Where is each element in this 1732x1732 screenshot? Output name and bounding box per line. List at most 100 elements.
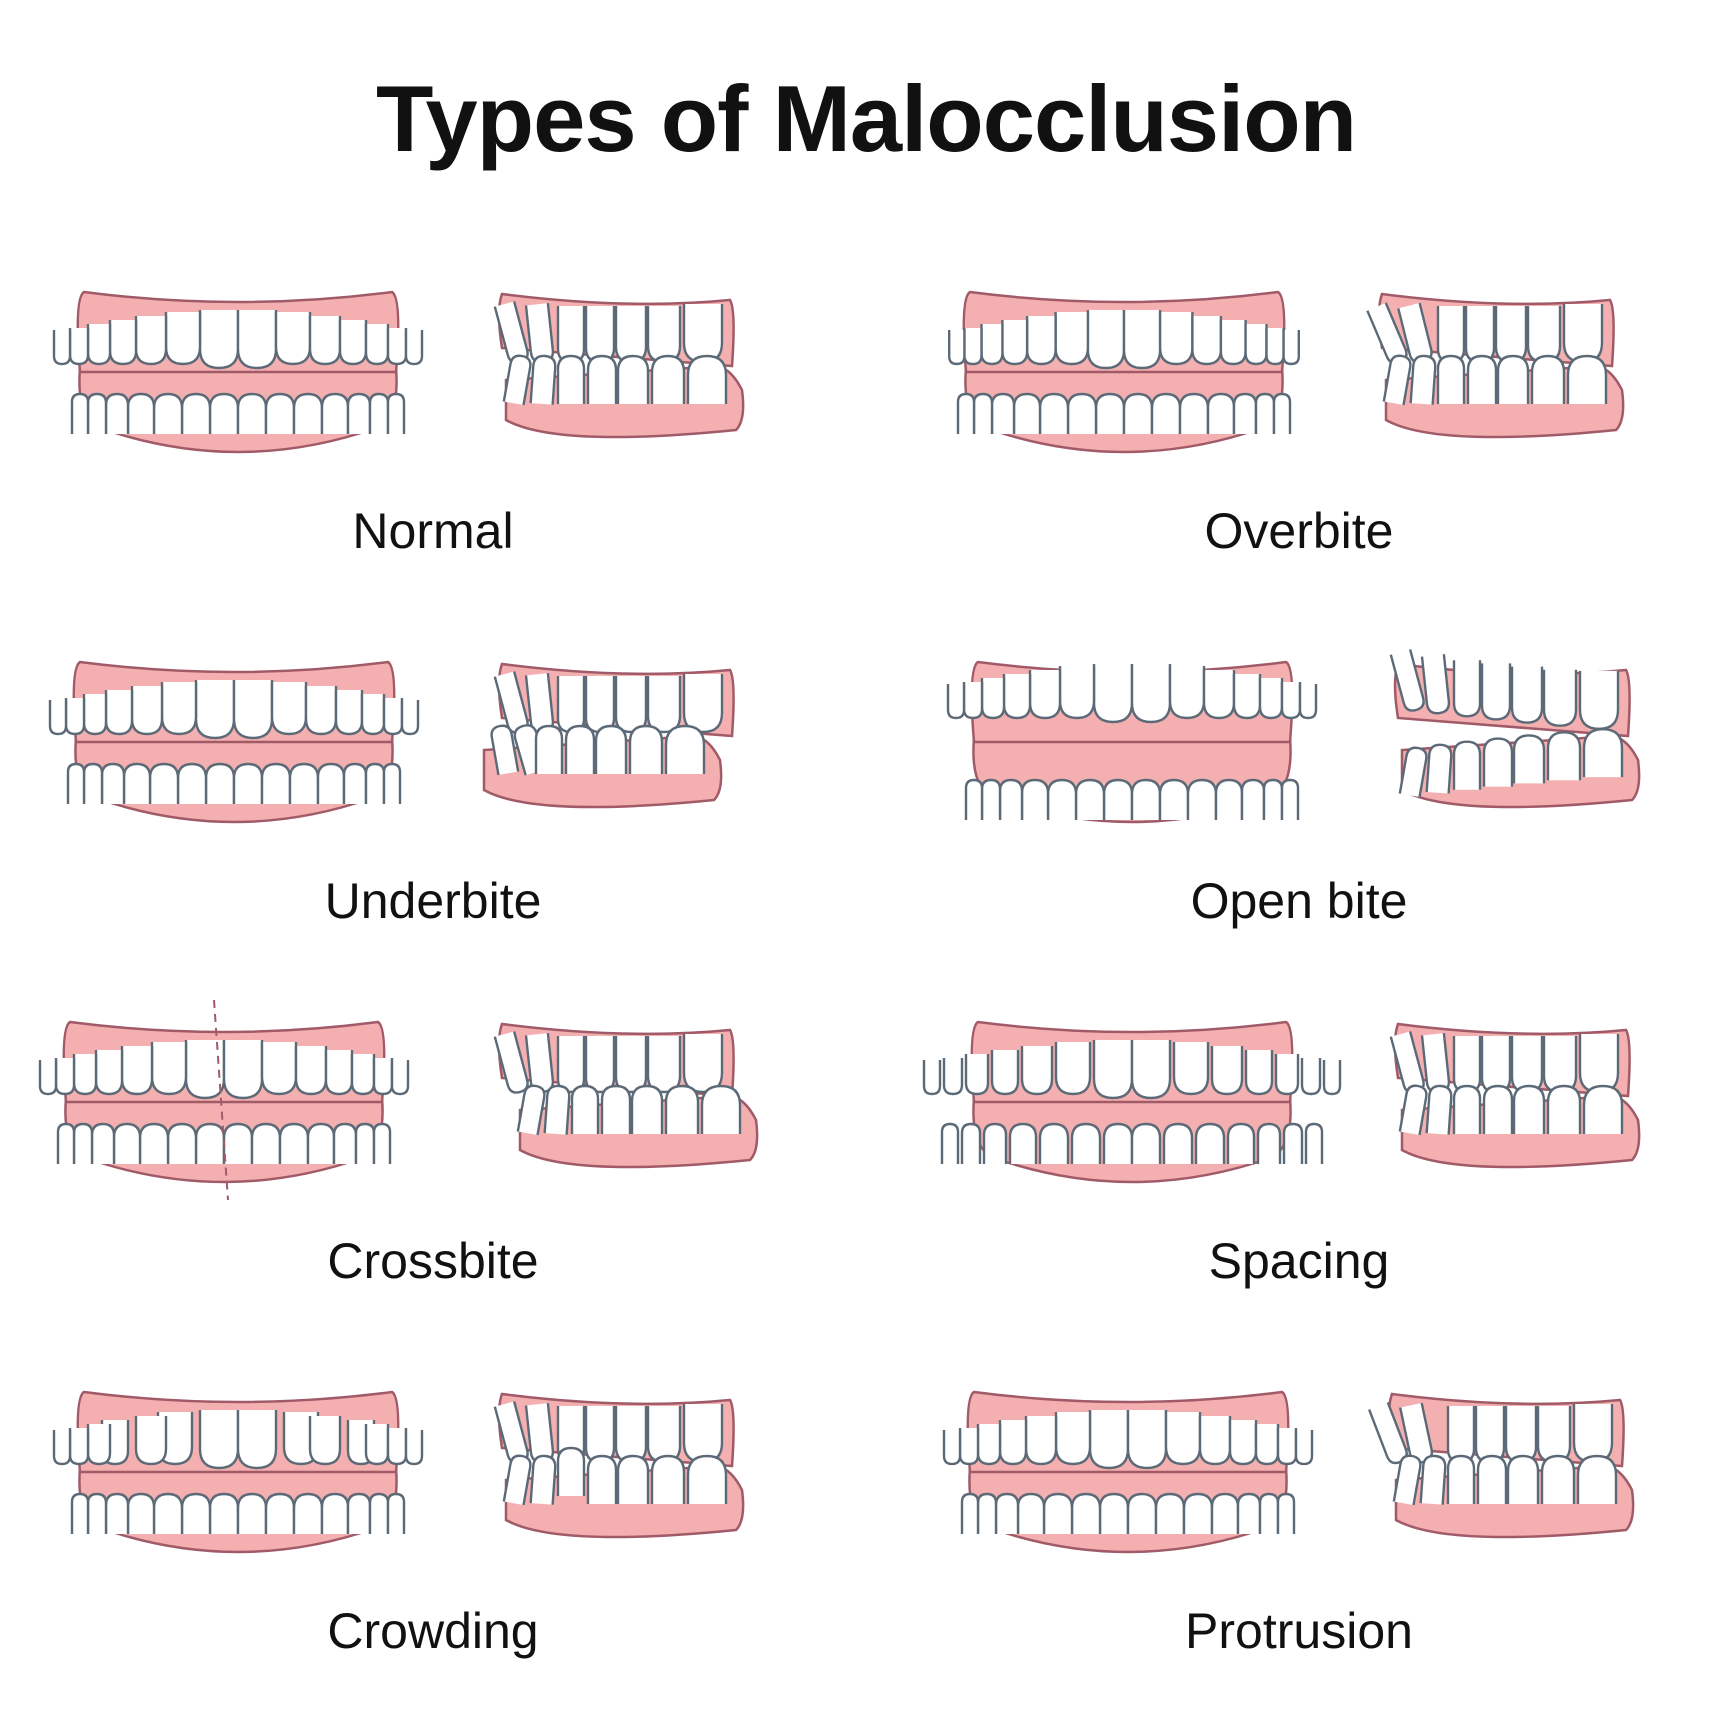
tooth [963, 328, 983, 366]
tooth [1420, 1033, 1451, 1094]
tooth [1300, 1058, 1322, 1096]
tooth [332, 1122, 358, 1164]
tooth [1154, 1492, 1186, 1534]
tooth [1476, 1454, 1508, 1504]
tooth [1122, 392, 1154, 434]
tooth [68, 328, 90, 366]
tooth [1566, 354, 1608, 404]
tooth [1262, 778, 1284, 820]
side-view [493, 292, 745, 439]
tooth [1244, 1050, 1274, 1096]
tooth [208, 392, 240, 434]
tooth [958, 1428, 980, 1466]
tooth [1258, 1492, 1280, 1534]
tooth [134, 316, 168, 366]
tooth [342, 762, 368, 804]
tooth [198, 1410, 240, 1470]
tooth [264, 1492, 296, 1534]
tooth [1452, 660, 1482, 718]
teeth-illustration-normal [52, 290, 745, 454]
tooth [529, 354, 557, 405]
tooth [1254, 1424, 1280, 1466]
tooth [982, 1122, 1008, 1164]
tooth [1240, 778, 1266, 820]
tooth [316, 762, 346, 804]
front-view [52, 290, 424, 454]
tooth [260, 762, 292, 804]
tooth [204, 762, 236, 804]
tooth [1210, 1492, 1240, 1534]
tooth [1546, 731, 1582, 781]
tooth [1392, 1454, 1422, 1506]
tooth [346, 392, 372, 434]
tooth [120, 1046, 154, 1096]
tooth [616, 1454, 650, 1504]
side-view [493, 1392, 745, 1539]
tooth [208, 1492, 240, 1534]
diagram-overbite: Overbite [866, 270, 1732, 630]
tooth [346, 1492, 372, 1534]
tooth [1172, 1042, 1210, 1096]
tooth [586, 1454, 618, 1504]
tooth [1206, 392, 1236, 434]
tooth [682, 1034, 724, 1094]
tooth [1452, 1036, 1482, 1094]
tooth [1576, 1454, 1618, 1504]
label-crossbite: Crossbite [327, 1233, 539, 1289]
tooth [614, 1406, 648, 1464]
tooth [1092, 664, 1134, 724]
front-view [948, 290, 1300, 454]
tooth [614, 306, 648, 364]
tooth [308, 1416, 342, 1466]
tooth [990, 392, 1016, 434]
tooth [1582, 727, 1624, 778]
tooth [1028, 670, 1062, 720]
tooth [524, 1033, 555, 1094]
tooth [1540, 1454, 1576, 1504]
tooth [86, 1424, 112, 1466]
tooth [1294, 1430, 1314, 1466]
tooth [998, 1420, 1028, 1466]
tooth [148, 762, 180, 804]
tooth [502, 354, 532, 406]
tooth [1074, 778, 1106, 820]
tooth [570, 1084, 600, 1134]
tooth [320, 392, 350, 434]
tooth [1202, 670, 1236, 720]
tooth [166, 1122, 198, 1164]
tooth [980, 324, 1004, 366]
tooth [236, 1410, 278, 1470]
front-view [38, 1000, 410, 1201]
tooth [324, 1050, 354, 1096]
tooth [1282, 330, 1300, 366]
tooth [1446, 1454, 1476, 1504]
tooth [1536, 1406, 1572, 1464]
tooth [1506, 1454, 1540, 1504]
tooth [1130, 1122, 1162, 1164]
tooth [584, 1036, 616, 1094]
label-crowding: Crowding [327, 1603, 539, 1659]
tooth [66, 762, 86, 804]
tooth [112, 1122, 142, 1164]
teeth-illustration-underbite [48, 660, 735, 824]
tooth [1182, 1492, 1214, 1534]
tooth [630, 1084, 664, 1134]
tooth [1168, 666, 1206, 720]
tooth [82, 694, 108, 736]
tooth [372, 1058, 394, 1096]
tooth [68, 1428, 90, 1466]
label-underbite: Underbite [324, 873, 542, 929]
tooth [962, 682, 984, 720]
tooth [556, 306, 586, 364]
tooth [198, 310, 240, 370]
tooth [1232, 392, 1258, 434]
tooth [372, 1122, 392, 1164]
tooth [1464, 306, 1496, 364]
front-view [922, 1020, 1342, 1184]
tooth [1265, 328, 1285, 366]
tooth [152, 1492, 184, 1534]
diagram-crowding: Crowding [0, 1370, 866, 1730]
tooth [1304, 1122, 1324, 1164]
tooth [222, 1122, 254, 1164]
tooth [628, 724, 664, 774]
